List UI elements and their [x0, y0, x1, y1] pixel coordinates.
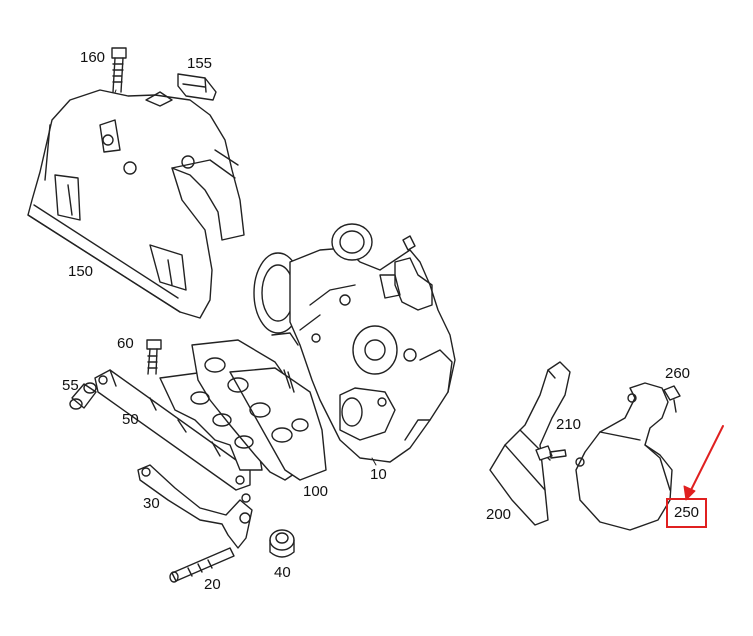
label-160: 160 [80, 49, 106, 66]
leader-10 [371, 457, 377, 466]
bolt-260[interactable] [663, 385, 681, 413]
gasket-set-100[interactable] [159, 339, 327, 481]
clip-155[interactable] [177, 73, 217, 101]
stud-20[interactable] [169, 547, 235, 583]
label-20: 20 [204, 576, 221, 593]
label-30: 30 [143, 495, 160, 512]
label-150: 150 [68, 263, 94, 280]
label-60: 60 [117, 335, 134, 352]
plate-50[interactable] [94, 369, 251, 491]
label-200: 200 [486, 506, 512, 523]
label-155: 155 [187, 55, 213, 72]
heat-shield-200[interactable] [489, 361, 571, 526]
label-260: 260 [665, 365, 691, 382]
pointer-arrow [683, 425, 724, 501]
bolt-160[interactable] [111, 47, 127, 93]
bolt-210[interactable] [535, 445, 567, 461]
bracket-30[interactable] [137, 464, 253, 549]
label-100: 100 [303, 483, 329, 500]
sleeve-55[interactable] [69, 382, 97, 410]
label-55: 55 [62, 377, 79, 394]
label-210: 210 [556, 416, 582, 433]
label-250: 250 [673, 504, 700, 521]
nut-40[interactable] [269, 529, 295, 558]
highlight-box-250[interactable]: 250 [666, 498, 707, 528]
label-40: 40 [274, 564, 291, 581]
label-10: 10 [370, 466, 387, 483]
heat-shield-150[interactable] [27, 89, 245, 319]
label-50: 50 [122, 411, 139, 428]
turbocharger-10[interactable] [253, 223, 456, 463]
bolt-60[interactable] [146, 339, 162, 375]
cover-250[interactable] [575, 382, 673, 531]
